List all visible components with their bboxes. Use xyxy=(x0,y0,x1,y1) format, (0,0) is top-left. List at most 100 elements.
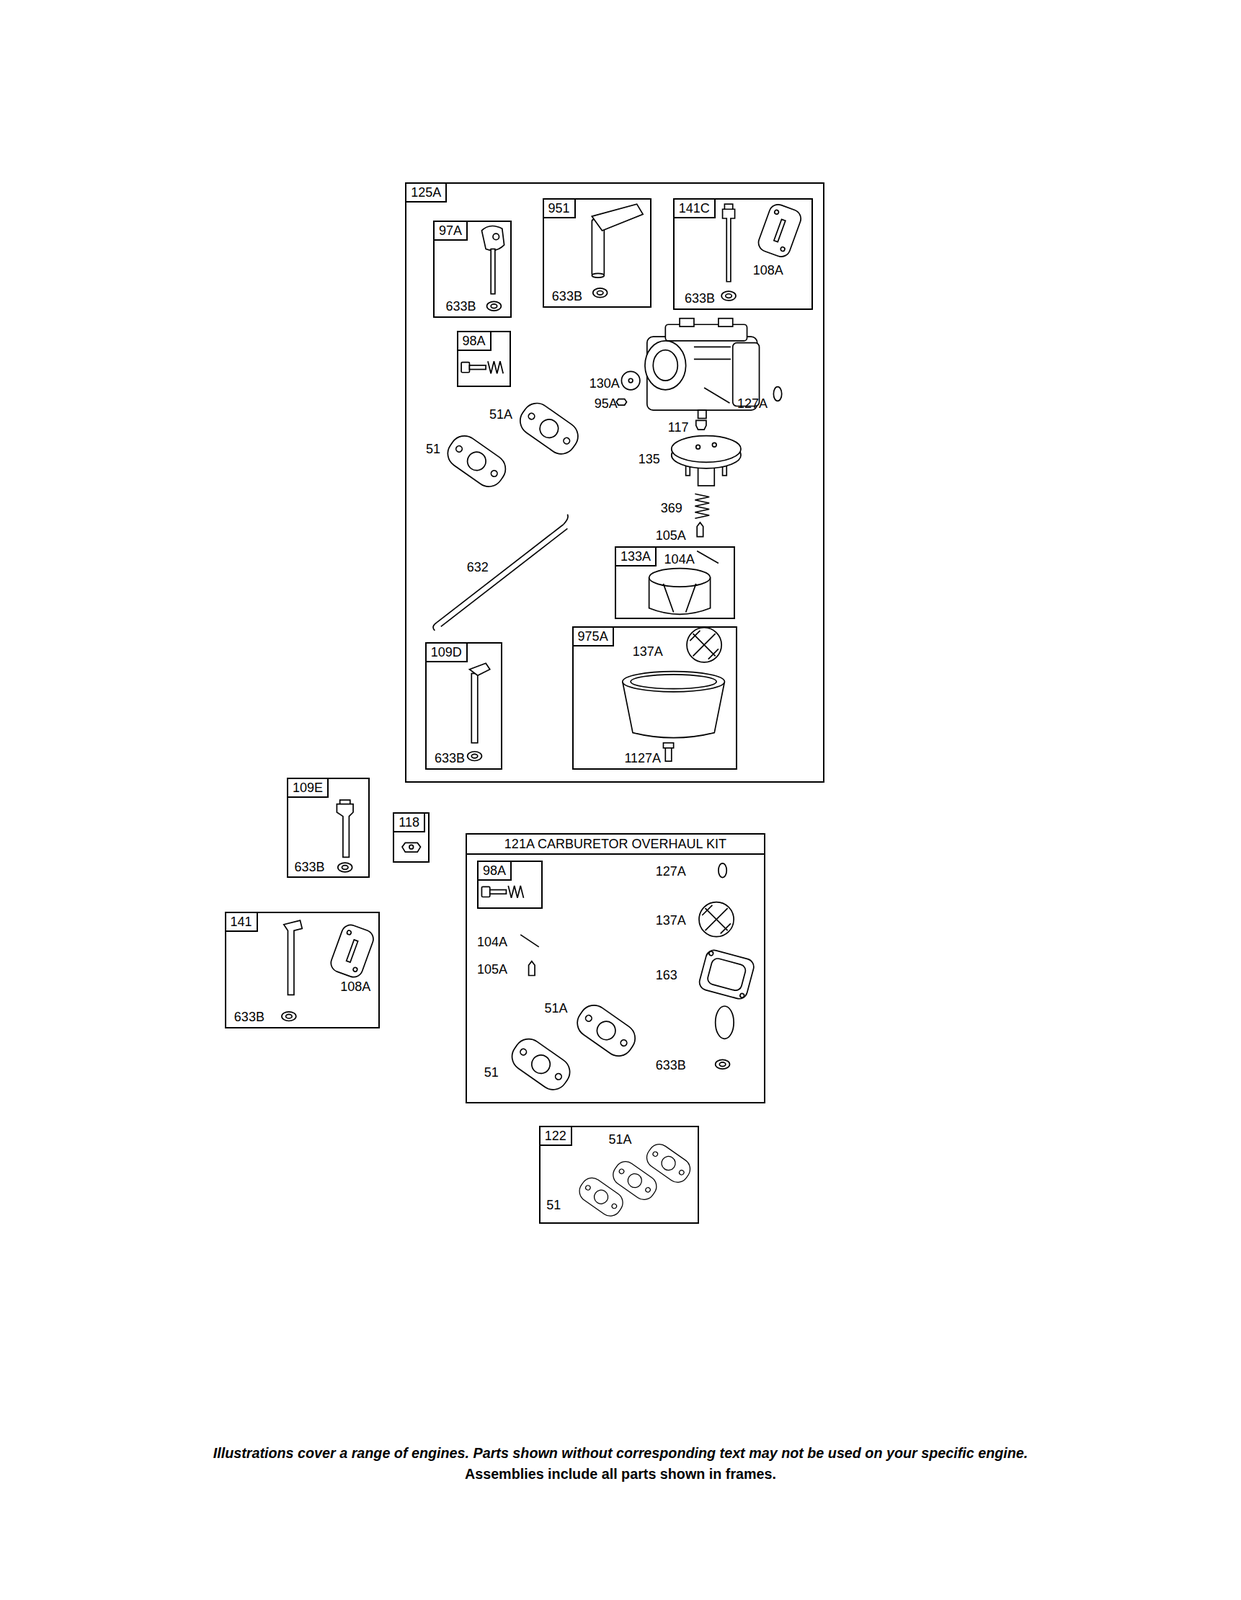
part-drawing xyxy=(328,922,377,980)
assembly-frame: 133A104A xyxy=(614,546,736,620)
callout-number: 632 xyxy=(466,560,489,576)
assembly-frame: 141 108A 633B xyxy=(224,911,380,1030)
part-drawing xyxy=(281,1011,297,1022)
part-drawing xyxy=(649,568,711,587)
part-drawing xyxy=(442,430,512,493)
callout-number: 369 xyxy=(660,501,683,517)
part-drawing xyxy=(686,627,722,663)
callout-number: 633B xyxy=(655,1058,687,1074)
assembly-number: 141C xyxy=(673,198,716,219)
part-drawing xyxy=(492,233,499,240)
part-drawing xyxy=(665,746,671,762)
part-drawing xyxy=(652,350,678,381)
part-drawing xyxy=(732,343,760,407)
part-drawing xyxy=(630,674,717,689)
callout-number: 51 xyxy=(425,442,441,457)
assembly-number: 97A xyxy=(433,220,468,241)
part-drawing xyxy=(283,920,302,995)
callout-number: 105A xyxy=(477,962,508,978)
part-drawing xyxy=(722,208,736,282)
part-drawing xyxy=(739,993,745,999)
callout-number: 108A xyxy=(340,980,371,995)
kit-frame: 121A CARBURETOR OVERHAUL KIT127A137A104A… xyxy=(465,833,766,1104)
assembly-frame: 109E 633B xyxy=(286,777,370,878)
part-drawing xyxy=(706,957,747,992)
assembly-number: 141 xyxy=(224,911,259,932)
callout-number: 127A xyxy=(737,397,768,412)
callout-number: 163 xyxy=(655,968,678,983)
assembly-number: 98A xyxy=(456,330,492,351)
part-drawing xyxy=(679,318,695,327)
callout-number: 633B xyxy=(552,289,583,305)
callout-number: 633B xyxy=(234,1011,265,1026)
part-drawing xyxy=(471,673,478,743)
assembly-frame: 109D633B xyxy=(425,642,504,770)
assembly-number: 125A xyxy=(405,182,447,203)
part-drawing xyxy=(697,948,756,1001)
callout-number: 108A xyxy=(753,264,784,279)
callout-number: 117 xyxy=(668,420,689,436)
assembly-number: 109E xyxy=(286,777,329,798)
part-drawing xyxy=(402,842,421,852)
callout-number: 51A xyxy=(489,407,513,423)
callout-number: 51A xyxy=(608,1132,633,1148)
part-drawing xyxy=(694,346,731,403)
part-drawing xyxy=(506,1033,576,1096)
callout-number: 633B xyxy=(294,860,325,875)
part-drawing xyxy=(591,203,643,231)
callout-number: 633B xyxy=(684,291,715,307)
footer-note: Assemblies include all parts shown in fr… xyxy=(0,1465,1241,1484)
part-drawing xyxy=(715,1059,731,1069)
part-drawing xyxy=(696,444,701,449)
callout-number: 1127A xyxy=(624,751,661,767)
part-drawing xyxy=(715,1006,734,1039)
part-drawing xyxy=(520,934,539,947)
assembly-frame: 118 xyxy=(392,812,430,862)
part-drawing xyxy=(571,999,641,1062)
part-drawing xyxy=(593,288,608,298)
callout-number: 130A xyxy=(589,376,620,392)
callout-number: 633B xyxy=(434,751,465,767)
part-drawing xyxy=(665,324,747,341)
part-drawing xyxy=(490,248,496,294)
part-drawing xyxy=(621,371,640,390)
part-drawing xyxy=(409,844,414,849)
part-drawing xyxy=(481,226,504,251)
callout-number: 104A xyxy=(477,935,508,950)
assembly-frame: 98A xyxy=(477,860,543,909)
callout-number: 51 xyxy=(546,1198,561,1213)
part-drawing xyxy=(433,514,568,631)
callout-number: 127A xyxy=(655,864,687,880)
part-drawing xyxy=(718,318,733,327)
assembly-frame: 122 51A 51 xyxy=(539,1125,700,1224)
part-drawing xyxy=(436,524,568,627)
part-drawing xyxy=(708,950,714,956)
assembly-number: 951 xyxy=(542,198,576,219)
part-drawing xyxy=(487,301,502,311)
callout-number: 95A xyxy=(594,397,618,412)
part-drawing xyxy=(591,273,604,278)
assembly-frame: 951 633B xyxy=(542,198,653,308)
part-drawing xyxy=(645,340,687,390)
part-drawing xyxy=(696,420,707,430)
assembly-frame: 975A137A1127A xyxy=(572,626,738,771)
part-drawing xyxy=(467,751,483,762)
assembly-number: 133A xyxy=(614,546,657,567)
assembly-frame: 125A51A51130A95A127A117135369105A63297A6… xyxy=(405,182,825,783)
part-drawing xyxy=(281,201,804,1221)
part-drawing xyxy=(671,436,741,463)
part-drawing xyxy=(699,902,734,937)
part-drawing xyxy=(336,804,354,858)
part-drawing xyxy=(696,551,719,564)
kit-heading: 121A CARBURETOR OVERHAUL KIT xyxy=(466,834,764,855)
callout-number: 633B xyxy=(446,299,477,315)
part-drawing xyxy=(575,1173,627,1221)
part-drawing xyxy=(694,493,710,519)
part-drawing xyxy=(481,885,524,898)
part-drawing xyxy=(721,291,736,301)
assembly-number: 975A xyxy=(572,626,615,647)
assembly-number: 122 xyxy=(539,1125,573,1146)
assembly-frame: 141C 108A 633B xyxy=(673,198,813,310)
part-drawing xyxy=(528,961,535,976)
part-drawing xyxy=(696,522,703,537)
